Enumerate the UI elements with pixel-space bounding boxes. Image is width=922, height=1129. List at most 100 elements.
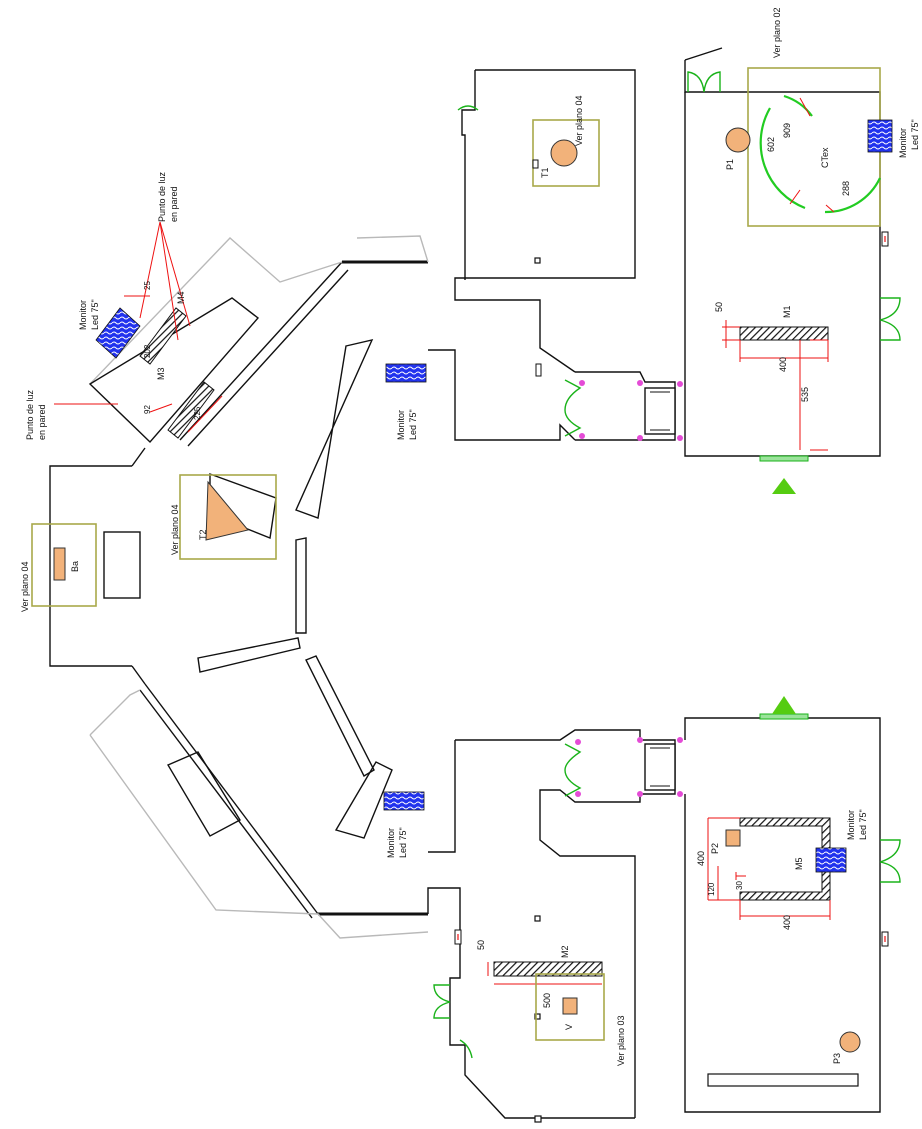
furniture-table-left <box>103 531 141 599</box>
monitor-icon-ctex <box>867 119 893 153</box>
label-led-ctex: Led 75" <box>910 119 920 150</box>
label-ver-plano-04-t2: Ver plano 04 <box>170 504 180 555</box>
label-monitor-m5: Monitor <box>846 810 856 840</box>
dim-400-m1: 400 <box>778 357 788 372</box>
furniture-v <box>562 997 578 1015</box>
door-right-lower <box>879 839 901 883</box>
label-m5: M5 <box>794 857 804 870</box>
dim-909: 909 <box>782 123 792 138</box>
label-m2: M2 <box>560 945 570 958</box>
label-m1: M1 <box>782 305 792 318</box>
furniture-p2 <box>725 829 741 847</box>
partition-left <box>197 637 301 673</box>
label-t2: T2 <box>198 529 208 540</box>
furniture-m3 <box>167 381 215 439</box>
dim-535: 535 <box>800 387 810 402</box>
zone-ver-plano-04-t2 <box>179 474 277 560</box>
label-p2: P2 <box>710 843 720 854</box>
central-hub <box>49 235 461 939</box>
label-led-angled-room: Led 75" <box>90 299 100 330</box>
furniture-ba <box>53 547 66 581</box>
door-frame-bottom-center <box>644 743 676 791</box>
dim-400-m5-left: 400 <box>696 851 706 866</box>
monitor-icon-bottom-corridor <box>383 791 425 811</box>
label-p3: P3 <box>832 1053 842 1064</box>
dim-202: 202 <box>143 344 152 358</box>
furniture-p3 <box>839 1031 861 1053</box>
monitor-icon-m5 <box>815 847 847 873</box>
label-monitor-top-corridor: Monitor <box>396 410 406 440</box>
door-bottom-sliding <box>759 455 809 462</box>
partition-upper-left <box>295 339 374 519</box>
dim-400-m5-bottom: 400 <box>782 915 792 930</box>
room-angled-outline <box>88 297 260 444</box>
door-small-top-center <box>457 105 479 111</box>
door-bottom-right-sliding <box>759 713 809 720</box>
entrance-marker-top <box>772 478 796 494</box>
label-punto-luz-left-1: Punto de luz <box>25 389 35 440</box>
partition-center <box>295 537 307 634</box>
room-top-center <box>428 69 683 441</box>
label-ver-plano-04-ba: Ver plano 04 <box>20 561 30 612</box>
door-left-bottom-center <box>433 984 451 1019</box>
label-monitor-ctex: Monitor <box>898 128 908 158</box>
ctex-seat-arc-bottom <box>824 177 881 214</box>
label-p1: P1 <box>725 159 735 170</box>
dim-225: 225 <box>193 406 202 420</box>
monitor-icon-angled-room <box>95 307 141 359</box>
dim-30: 30 <box>735 881 744 890</box>
label-ver-plano-03: Ver plano 03 <box>616 1015 626 1066</box>
furniture-lower-left <box>166 751 241 837</box>
furniture-m2 <box>493 961 603 977</box>
dim-50-m1: 50 <box>714 302 724 312</box>
room-top-right <box>684 47 901 462</box>
room-angled-m3-m4 <box>54 221 260 444</box>
dim-25: 25 <box>143 281 152 290</box>
furniture-bench <box>707 1073 859 1087</box>
room-bottom-center <box>428 729 683 1123</box>
label-punto-luz-left-2: en pared <box>37 404 47 440</box>
dim-50-m2: 50 <box>476 940 486 950</box>
room-bottom-right <box>684 713 901 1113</box>
door-frame-top-center <box>644 387 676 435</box>
ctex-seat-arc-left <box>759 107 806 210</box>
label-led-top-corridor: Led 75" <box>408 409 418 440</box>
door-right <box>879 297 901 341</box>
door-double-top-center <box>564 379 582 437</box>
dim-500: 500 <box>542 993 552 1008</box>
label-m3: M3 <box>156 367 166 380</box>
furniture-m4 <box>139 307 187 365</box>
label-monitor-angled-room: Monitor <box>78 300 88 330</box>
furniture-m5 <box>739 817 831 901</box>
label-v: V <box>564 1024 574 1030</box>
partition-lower-right <box>334 761 393 839</box>
monitor-icon-top-corridor <box>385 363 427 383</box>
ctex-seat-arc-top <box>783 94 813 117</box>
label-punto-luz-top-1: Punto de luz <box>157 171 167 222</box>
label-ba: Ba <box>70 561 80 572</box>
label-led-bottom-corridor: Led 75" <box>398 827 408 858</box>
door-small-bottom-center <box>459 1039 473 1059</box>
dim-288: 288 <box>841 181 851 196</box>
label-t1: T1 <box>540 167 550 178</box>
dim-602: 602 <box>766 137 776 152</box>
label-ctex: CTex <box>820 147 830 168</box>
dim-120: 120 <box>707 882 716 896</box>
door-double-bottom-center <box>564 743 582 797</box>
label-punto-luz-top-2: en pared <box>169 186 179 222</box>
furniture-t1 <box>550 139 578 167</box>
zone-ver-plano-03 <box>535 973 605 1041</box>
entrance-marker-bottom <box>772 696 796 714</box>
label-ver-plano-04-t1: Ver plano 04 <box>574 95 584 146</box>
dim-92: 92 <box>143 405 152 414</box>
zone-ver-plano-04-ba <box>31 523 97 607</box>
furniture-m1 <box>739 326 829 341</box>
label-led-m5: Led 75" <box>858 809 868 840</box>
label-ver-plano-02: Ver plano 02 <box>772 7 782 58</box>
partition-lower <box>305 655 375 777</box>
furniture-t2 <box>205 480 249 541</box>
label-monitor-bottom-corridor: Monitor <box>386 828 396 858</box>
label-m4: M4 <box>176 291 186 304</box>
furniture-p1 <box>725 127 751 153</box>
